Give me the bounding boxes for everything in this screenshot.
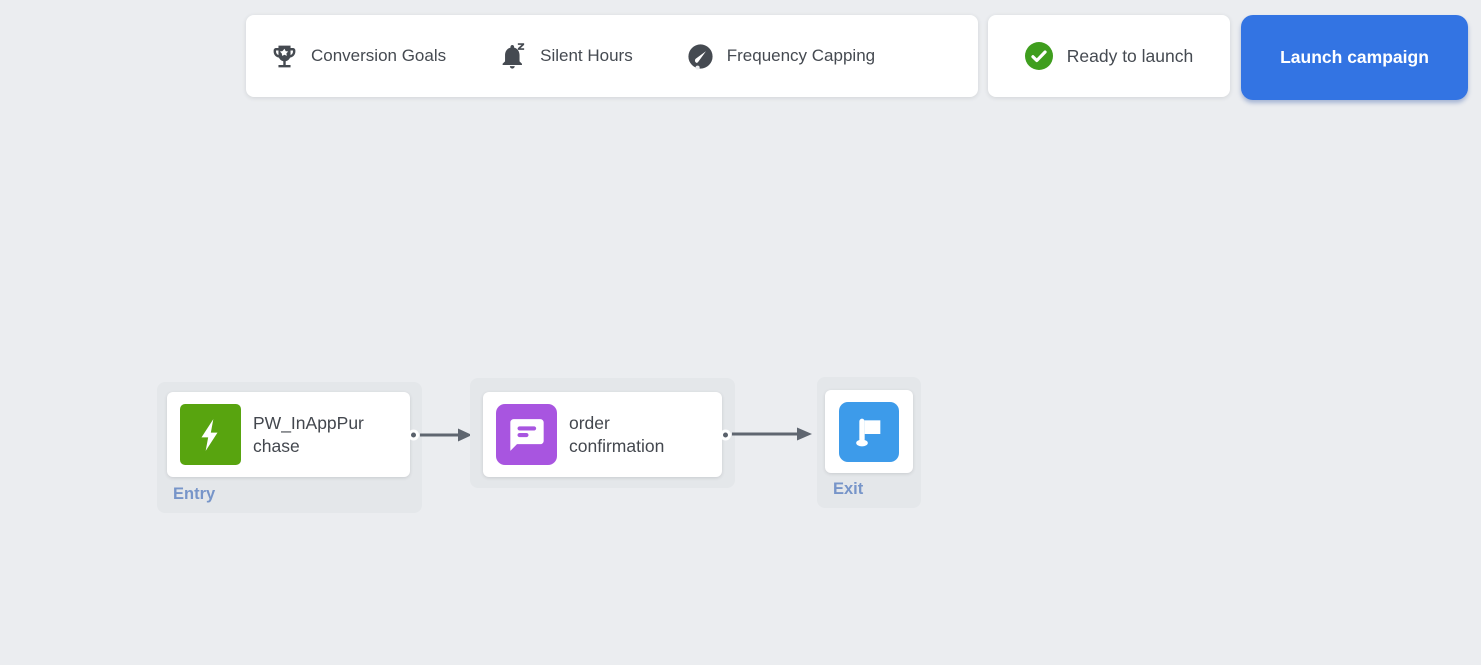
frequency-capping-label: Frequency Capping [726,46,876,65]
trophy-icon [270,42,299,71]
connector-entry-to-message [419,427,473,448]
entry-node[interactable]: PW_InAppPurchase Entry [157,382,422,513]
conversion-goals-button[interactable]: Conversion Goals [270,42,446,71]
in-app-message-node[interactable]: order confirmation [470,378,735,488]
conversion-goals-label: Conversion Goals [311,46,447,65]
snooze-bell-icon [499,42,528,71]
exit-node-role-label: Exit [833,480,864,498]
frequency-capping-button[interactable]: Frequency Capping [686,42,875,71]
exit-node[interactable]: Exit [817,377,921,508]
in-app-message-icon [496,404,557,465]
in-app-message-node-title: order confirmation [569,412,665,456]
entry-node-output-port[interactable] [408,429,419,440]
entry-node-card[interactable]: PW_InAppPurchase [167,392,419,477]
lightning-icon [180,404,241,465]
entry-node-title: PW_InAppPurchase [253,412,364,456]
campaign-settings-toolbar: Conversion Goals Silent Hours Frequency … [246,15,978,97]
gauge-icon [686,42,715,71]
launch-campaign-button[interactable]: Launch campaign [1241,15,1468,100]
launch-status-label: Ready to launch [1066,45,1194,66]
entry-node-role-label: Entry [173,485,216,503]
exit-node-card[interactable] [825,390,913,473]
in-app-message-node-card[interactable]: order confirmation [483,392,731,477]
silent-hours-button[interactable]: Silent Hours [499,42,633,71]
launch-status-badge[interactable]: Ready to launch [988,15,1230,97]
silent-hours-label: Silent Hours [540,46,633,65]
check-circle-icon [1024,42,1053,70]
flag-icon [839,401,899,462]
connector-message-to-exit [731,426,813,447]
in-app-message-node-output-port[interactable] [720,429,731,440]
